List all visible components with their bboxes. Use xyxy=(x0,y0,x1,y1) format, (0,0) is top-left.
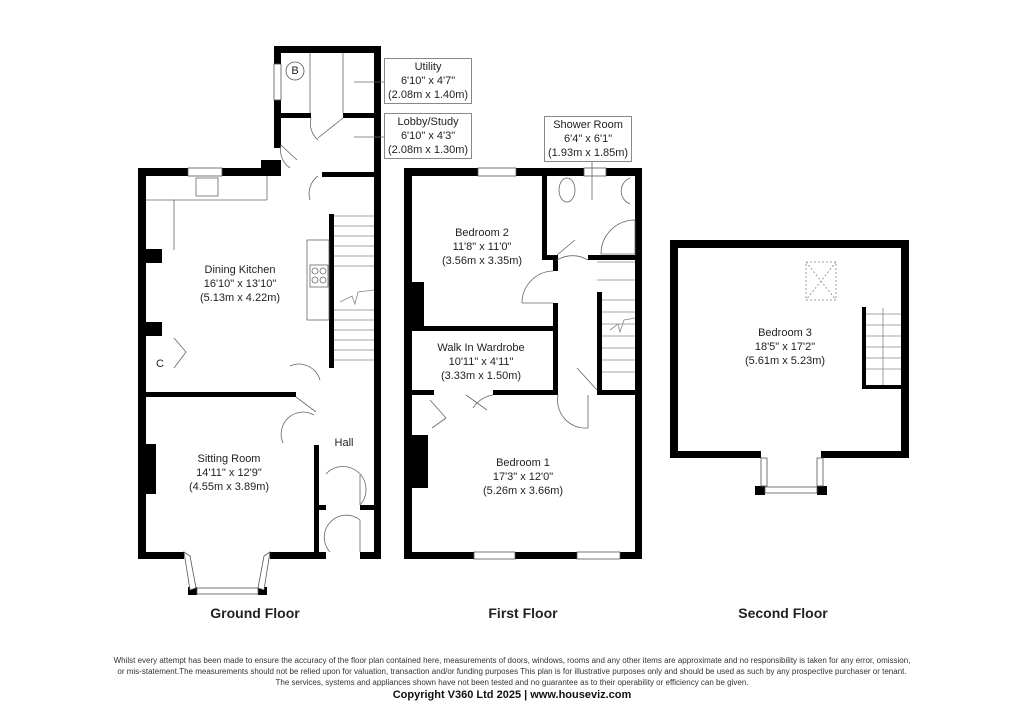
room-name: Bedroom 3 xyxy=(758,327,812,339)
room-size-metric: (5.61m x 5.23m) xyxy=(744,355,826,367)
room-name: Bedroom 2 xyxy=(455,227,509,239)
room-size-imperial: 6'10" x 4'3" xyxy=(400,130,456,142)
room-size-metric: (5.26m x 3.66m) xyxy=(482,485,564,497)
copyright: Copyright V360 Ltd 2025 | www.houseviz.c… xyxy=(392,689,632,701)
boiler-symbol: B xyxy=(291,65,299,77)
room-size-imperial: 11'8" x 11'0" xyxy=(452,241,512,253)
callout-lobby-study: Lobby/Study 6'10" x 4'3" (2.08m x 1.30m) xyxy=(384,113,473,159)
room-size-imperial: 16'10" x 13'10" xyxy=(203,278,277,290)
room-hall: Hall xyxy=(335,436,354,450)
room-dining-kitchen: Dining Kitchen 16'10" x 13'10" (5.13m x … xyxy=(200,263,280,305)
disclaimer-line-1: Whilst every attempt has been made to en… xyxy=(113,656,911,665)
room-size-imperial: 17'3" x 12'0" xyxy=(492,471,554,483)
room-name: Dining Kitchen xyxy=(204,264,276,276)
room-name: Hall xyxy=(334,437,354,449)
disclaimer-line-3: The services, systems and appliances sho… xyxy=(275,678,749,687)
callout-shower-room: Shower Room 6'4" x 6'1" (1.93m x 1.85m) xyxy=(544,116,633,162)
room-name: Sitting Room xyxy=(197,453,261,465)
callout-utility: Utility 6'10" x 4'7" (2.08m x 1.40m) xyxy=(384,58,473,104)
room-size-metric: (5.13m x 4.22m) xyxy=(199,292,281,304)
room-name: Lobby/Study xyxy=(397,116,459,128)
room-sitting-room: Sitting Room 14'11" x 12'9" (4.55m x 3.8… xyxy=(189,452,269,494)
room-size-metric: (2.08m x 1.40m) xyxy=(388,89,469,101)
room-walk-in-wardrobe: Walk In Wardrobe 10'11" x 4'11" (3.33m x… xyxy=(437,341,524,383)
room-size-imperial: 14'11" x 12'9" xyxy=(196,467,262,479)
room-bedroom-1: Bedroom 1 17'3" x 12'0" (5.26m x 3.66m) xyxy=(483,456,563,498)
room-size-metric: (4.55m x 3.89m) xyxy=(188,481,270,493)
room-size-metric: (3.33m x 1.50m) xyxy=(440,370,522,382)
room-bedroom-2: Bedroom 2 11'8" x 11'0" (3.56m x 3.35m) xyxy=(442,226,522,268)
room-size-metric: (1.93m x 1.85m) xyxy=(548,147,629,159)
floor-title-second: Second Floor xyxy=(738,605,828,621)
room-size-metric: (2.08m x 1.30m) xyxy=(388,144,469,156)
floor-title-first: First Floor xyxy=(488,605,558,621)
floor-title-ground: Ground Floor xyxy=(210,605,300,621)
room-size-metric: (3.56m x 3.35m) xyxy=(441,255,523,267)
room-name: Bedroom 1 xyxy=(496,457,550,469)
room-size-imperial: 18'5" x 17'2" xyxy=(754,341,816,353)
room-name: Utility xyxy=(414,61,442,73)
room-bedroom-3: Bedroom 3 18'5" x 17'2" (5.61m x 5.23m) xyxy=(745,326,825,368)
room-name: Shower Room xyxy=(553,119,623,131)
room-size-imperial: 6'4" x 6'1" xyxy=(564,133,613,145)
room-size-imperial: 6'10" x 4'7" xyxy=(400,75,456,87)
room-size-imperial: 10'11" x 4'11" xyxy=(448,356,514,368)
disclaimer-line-2: or mis-statement.The measurements should… xyxy=(117,667,907,676)
cupboard-symbol: C xyxy=(156,358,164,370)
room-name: Walk In Wardrobe xyxy=(437,342,525,354)
disclaimer: Whilst every attempt has been made to en… xyxy=(0,655,1024,688)
